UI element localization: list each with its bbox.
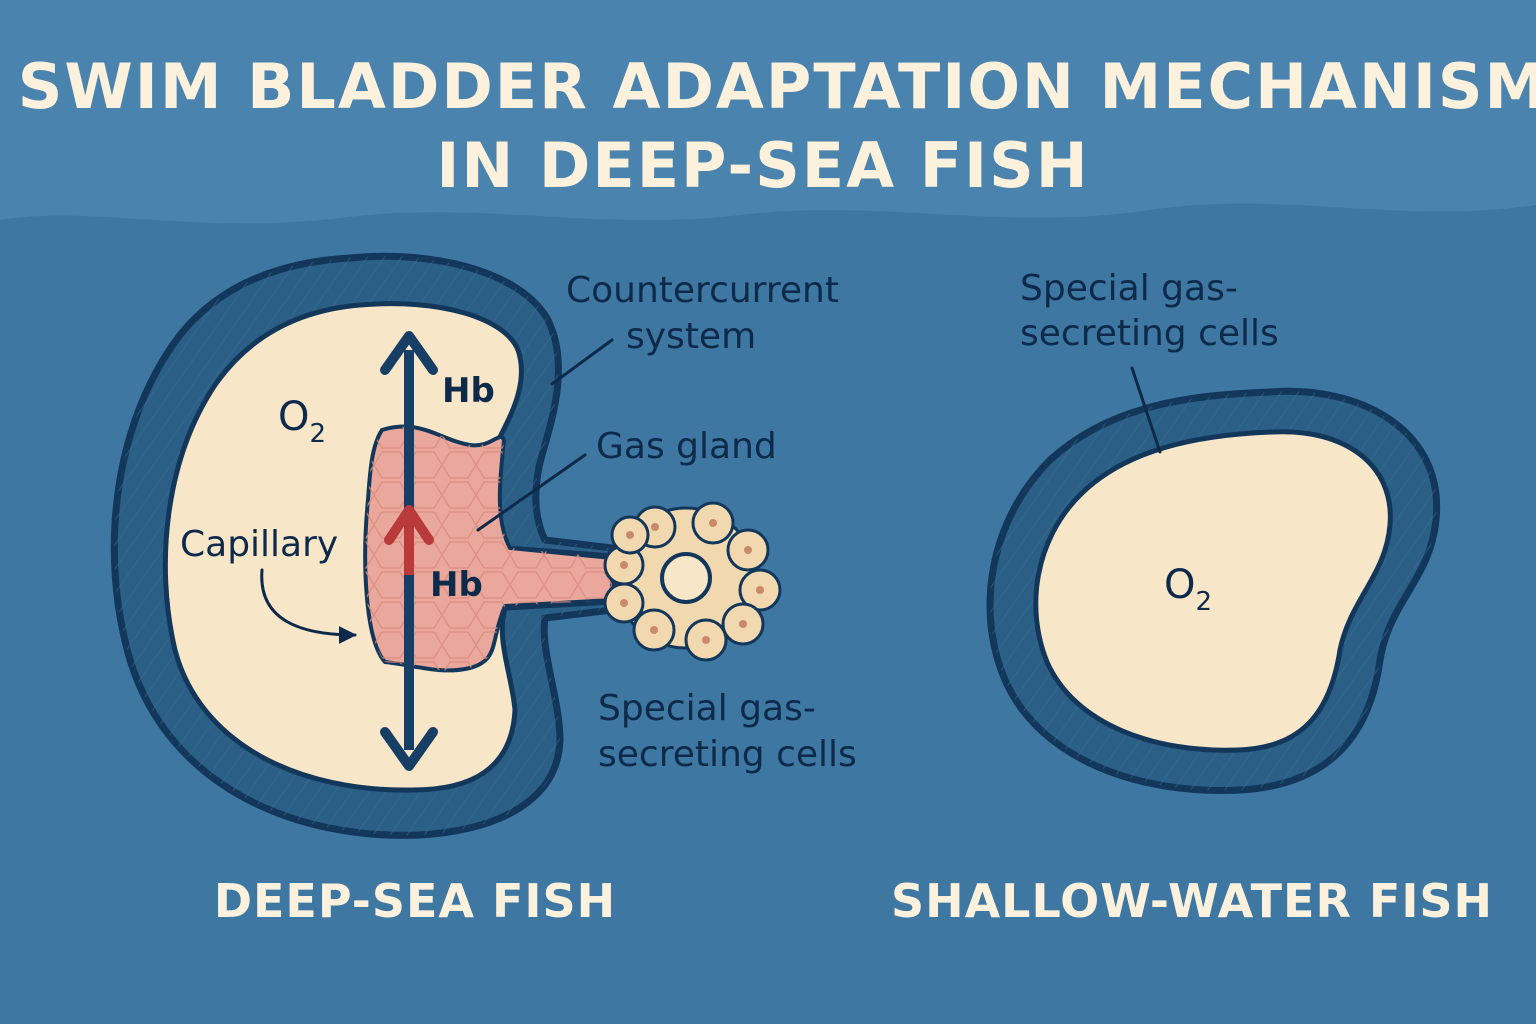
hb-bottom-label: Hb [430, 565, 483, 605]
down-arrow-icon [380, 727, 438, 771]
shallow-cells-label-line-1: Special gas- [1020, 268, 1238, 309]
capillary-leader [260, 568, 357, 644]
shallow-bladder-cavity [1033, 429, 1393, 753]
deep-cells-label-line-1: Special gas- [598, 688, 816, 729]
countercurrent-label-line-1: Countercurrent [566, 270, 839, 311]
countercurrent-label-line-2: system [626, 316, 756, 357]
gas-gland-leader [476, 453, 587, 532]
title-line-2: IN DEEP-SEA FISH [436, 129, 1089, 202]
gas-secreting-cell-cluster [603, 501, 782, 662]
shallow-cells-leader [1130, 366, 1162, 454]
deep-cells-label-line-2: secreting cells [598, 734, 857, 775]
up-arrow-icon [380, 331, 438, 375]
gas-gland-texture [365, 426, 612, 671]
deep-o2-label: O2 [278, 394, 326, 449]
gas-gland-label: Gas gland [596, 426, 777, 467]
countercurrent-leader [550, 338, 614, 386]
shallow-o2-label: O2 [1164, 562, 1212, 617]
shallow-water-caption: SHALLOW-WATER FISH [891, 874, 1493, 928]
shallow-cells-label-line-2: secreting cells [1020, 313, 1279, 354]
shallow-bladder: O2 Special gas- secreting cells [986, 268, 1441, 794]
header-band [0, 0, 1536, 224]
hb-top-label: Hb [442, 371, 495, 411]
title-line-1: SWIM BLADDER ADAPTATION MECHANISM [18, 50, 1536, 123]
red-up-arrow-icon [384, 505, 434, 545]
deep-sea-caption: DEEP-SEA FISH [214, 874, 616, 928]
deep-sea-bladder: O2 Hb Hb Capillary [110, 252, 857, 839]
capillary-label: Capillary [180, 524, 338, 565]
